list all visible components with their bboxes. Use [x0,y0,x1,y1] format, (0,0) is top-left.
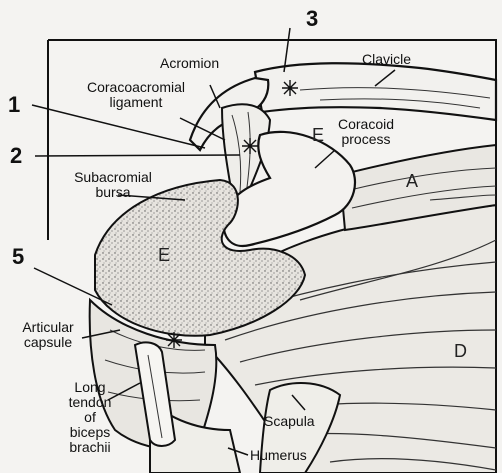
label-acromion: Acromion [160,56,219,71]
label-coracoid-process: Coracoid process [326,117,406,147]
label-line: tendon [60,395,120,410]
label-long-tendon-biceps: Long tendon of biceps brachii [60,380,120,455]
label-humerus: Humerus [250,448,307,463]
label-line: process [326,132,406,147]
label-clavicle: Clavicle [362,52,411,67]
label-line: biceps [60,425,120,440]
label-line: Long [60,380,120,395]
callout-2: 2 [10,145,22,167]
label-line: of [60,410,120,425]
label-articular-capsule: Articular capsule [8,320,88,350]
label-line: Subacromial [58,170,168,185]
clavicle-bone [255,63,496,120]
label-line: capsule [8,335,88,350]
callout-3: 3 [306,8,318,30]
label-line: bursa [58,185,168,200]
label-line: Articular [8,320,88,335]
region-letter-coracoid: E [312,126,324,144]
label-coracoacromial-ligament: Coracoacromial ligament [66,80,206,110]
label-subacromial-bursa: Subacromial bursa [58,170,168,200]
label-line: Coracoid [326,117,406,132]
label-line: ligament [66,95,206,110]
label-line: brachii [60,440,120,455]
label-scapula: Scapula [264,414,315,429]
region-letter-lower-muscle: D [454,342,467,360]
region-letter-bursa: E [158,246,170,264]
callout-5: 5 [12,246,24,268]
label-line: Coracoacromial [66,80,206,95]
region-letter-upper-muscle: A [406,172,418,190]
callout-1: 1 [8,94,20,116]
